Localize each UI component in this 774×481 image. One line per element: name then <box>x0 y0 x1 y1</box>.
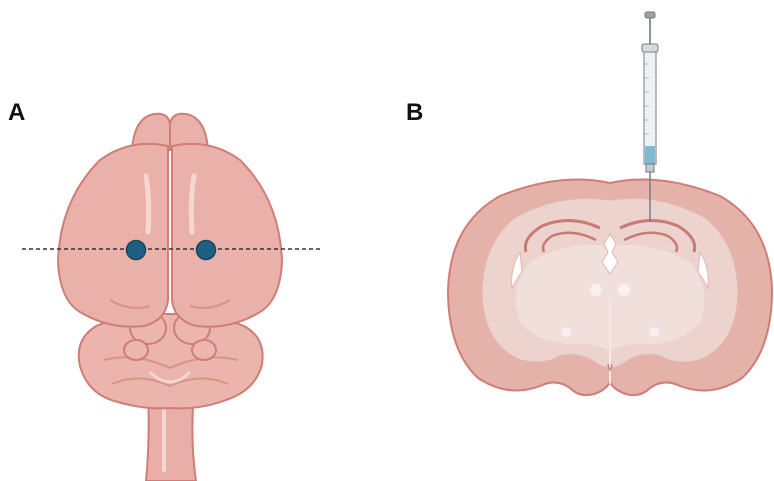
cerebellum <box>79 314 263 409</box>
injection-site-right-dot <box>197 241 216 260</box>
dorsal-brain-illustration <box>22 114 320 481</box>
right-hemisphere <box>172 144 282 327</box>
injection-site-left-dot <box>127 241 146 260</box>
left-hemisphere <box>58 144 168 327</box>
coronal-section-illustration <box>448 12 772 395</box>
